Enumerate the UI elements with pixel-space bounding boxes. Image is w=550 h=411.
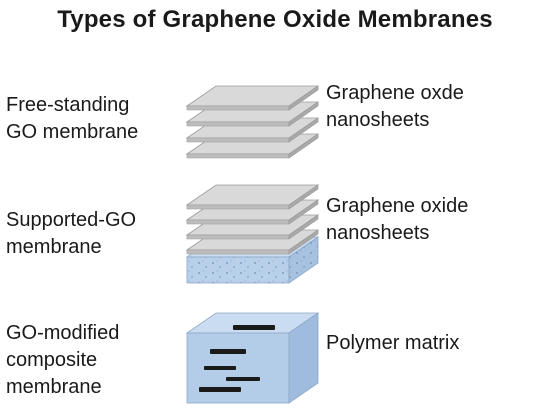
type-label-line: GO-modified <box>6 322 120 344</box>
embedded-go-sheet <box>199 387 241 392</box>
membrane-type-free-standing: Free-standing GO membrane <box>6 92 138 146</box>
type-label-line: Free-standing <box>6 94 130 116</box>
type-label-line: composite <box>6 349 98 371</box>
membrane-type-go-modified-composite: GO-modified composite membrane <box>6 320 119 401</box>
go-nanosheet <box>185 85 320 111</box>
embedded-go-sheet <box>226 377 260 381</box>
component-label-line: Polymer matrix <box>326 332 460 354</box>
stacked-sheets-icon <box>185 85 320 159</box>
embedded-go-sheets <box>199 325 275 392</box>
embedded-go-sheet <box>233 325 275 330</box>
type-label-line: GO membrane <box>6 121 139 143</box>
embedded-go-sheet <box>210 349 246 354</box>
type-label-line: Supported-GO <box>6 209 137 231</box>
go-nanosheet <box>185 184 320 210</box>
component-label-go-nanosheets-2: Graphene oxide nanosheets <box>326 193 468 247</box>
membrane-type-supported-go: Supported-GO membrane <box>6 207 136 261</box>
polymer-front-face <box>186 332 290 404</box>
component-label-go-nanosheets-1: Graphene oxde nanosheets <box>326 80 464 134</box>
type-label-line: membrane <box>6 236 102 258</box>
component-label-line: Graphene oxide <box>326 195 469 217</box>
component-label-line: Graphene oxde <box>326 82 464 104</box>
embedded-go-sheet <box>204 366 236 370</box>
type-label-line: membrane <box>6 376 102 398</box>
component-label-polymer-matrix: Polymer matrix <box>326 330 459 357</box>
diagram-title: Types of Graphene Oxide Membranes <box>57 6 493 33</box>
component-label-line: nanosheets <box>326 109 430 131</box>
polymer-side-face <box>288 312 319 404</box>
polymer-block-icon <box>185 312 320 404</box>
sheets-on-support-icon <box>185 184 320 284</box>
component-label-line: nanosheets <box>326 222 430 244</box>
